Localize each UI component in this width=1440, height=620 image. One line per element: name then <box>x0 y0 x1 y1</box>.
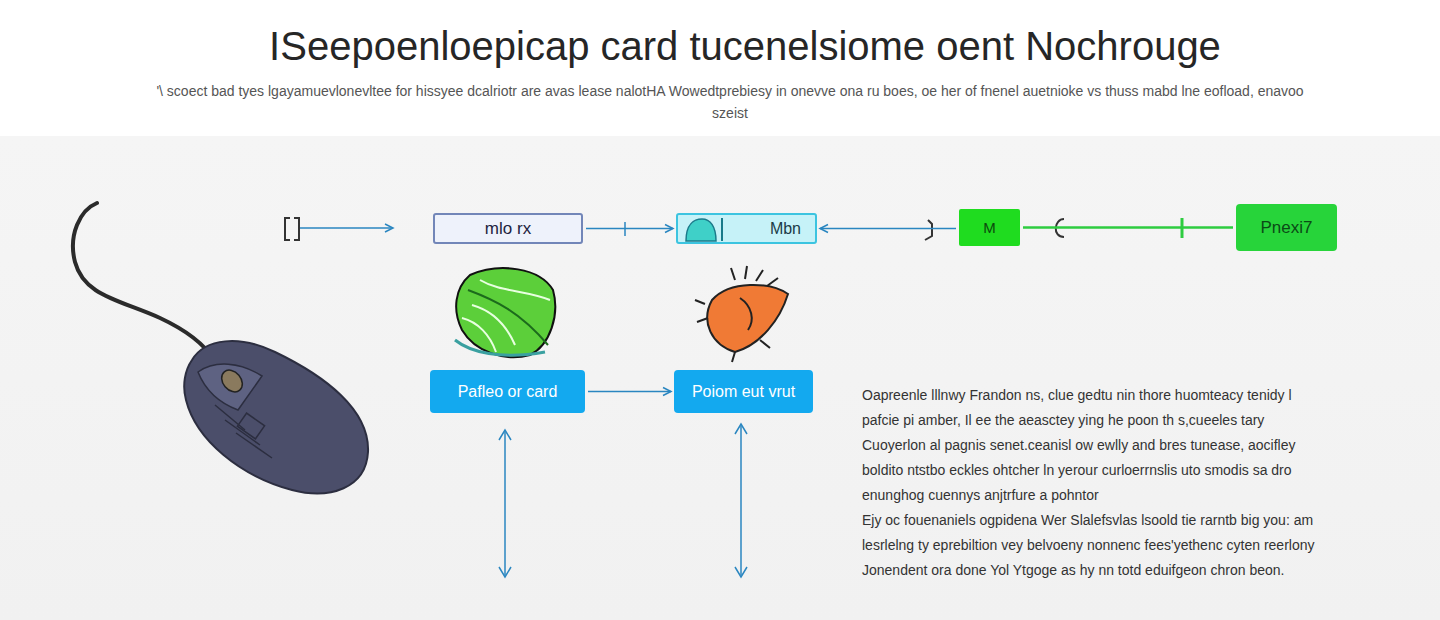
connector <box>586 228 673 230</box>
status-box: M <box>959 209 1020 246</box>
diagram-title: ISeepoenloepicap card tucenelsiome oent … <box>0 24 1440 69</box>
input-box: mlo rx <box>433 213 583 244</box>
creature-illustration <box>695 266 788 362</box>
node-text: M <box>983 219 996 236</box>
subtitle-text: '\ scoect bad tyes lgayamuevlonevltee fo… <box>150 80 1310 124</box>
node-text: Poiom eut vrut <box>692 383 795 401</box>
bracket-symbol <box>285 218 299 240</box>
process-box: Pafleo or card <box>430 370 585 413</box>
connector <box>588 391 671 393</box>
media-box: Mbn <box>676 213 817 244</box>
leader-arrow <box>300 224 393 232</box>
node-text: Mbn <box>770 220 801 238</box>
body-paragraph: Ejy oc fouenaniels ogpidena Wer Slalefsv… <box>862 508 1332 583</box>
node-text: mlo rx <box>485 219 531 239</box>
body-paragraph: Oapreenle lllnwy Frandon ns, clue gedtu … <box>862 383 1332 508</box>
node-text: Pnexi7 <box>1261 218 1313 238</box>
media-icon <box>682 216 726 242</box>
node-text: Pafleo or card <box>458 383 558 401</box>
connector <box>820 228 956 230</box>
process-box: Poiom eut vrut <box>674 370 813 413</box>
connector <box>1023 226 1233 229</box>
double-arrow <box>499 424 747 577</box>
next-button: Pnexi7 <box>1236 204 1337 251</box>
leaf-illustration <box>455 268 555 357</box>
hook-symbol <box>925 220 932 240</box>
mouse-illustration <box>73 203 368 493</box>
